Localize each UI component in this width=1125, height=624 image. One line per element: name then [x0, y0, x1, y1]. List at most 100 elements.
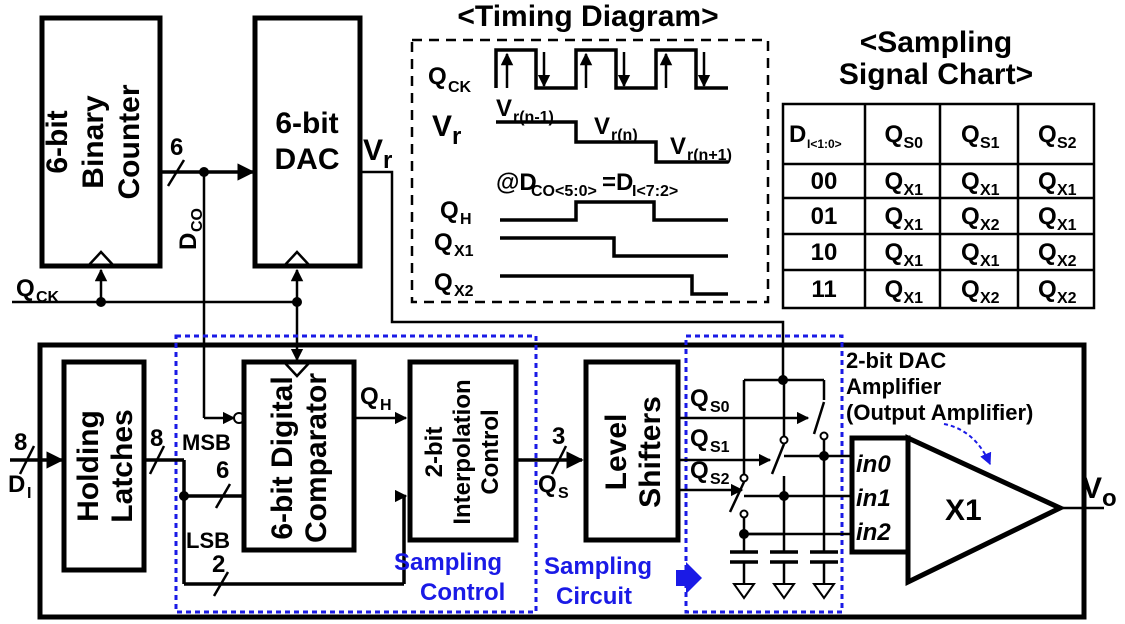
timing-vr-sub: r [452, 123, 461, 150]
vr-n-minus: V [496, 95, 512, 122]
chart-header-di-sub: I<1:0> [807, 137, 842, 151]
comparator-line-2: Comparator [300, 373, 333, 543]
sw2-blade [728, 481, 746, 513]
interp-line-3: Control [477, 409, 504, 494]
level-shifters-block [583, 359, 681, 543]
dac-block [252, 15, 363, 269]
timing-vr: V [432, 110, 452, 143]
sw0-blade [812, 401, 826, 435]
cond-b: =D [602, 169, 633, 196]
vr-n-minus-sub: r(n-1) [513, 109, 554, 126]
interp-control-label: 2-bit Interpolation Control [421, 379, 504, 524]
vr-label: V [363, 134, 383, 167]
chart-cell-2-2-main: Q [1038, 239, 1057, 266]
chart-cell-2-2-sub: X2 [1057, 253, 1077, 270]
chart-cell-3-2-sub: X2 [1057, 290, 1077, 307]
chart-cell-1-0-sub: X1 [904, 217, 924, 234]
bus3-label: 3 [552, 423, 565, 450]
bus8-latch-label: 8 [150, 425, 163, 452]
binary-counter-label: 6-bit Binary Counter [41, 84, 146, 199]
gnd2 [812, 583, 836, 600]
vr-n: V [594, 113, 610, 140]
dco-label: D CO [175, 208, 206, 250]
bus3-slash [550, 445, 568, 475]
chart-cell-2-0-sub: X1 [904, 253, 924, 270]
bus6b-label: 6 [216, 457, 229, 484]
chart-cell-3-1-main: Q [961, 276, 980, 303]
chart-cell-0-2-sub: X1 [1057, 182, 1077, 199]
binary-counter-block [39, 15, 163, 269]
comparator-clock-mark [283, 361, 311, 378]
sampling-switch-network [728, 375, 850, 600]
sampling-control-line-1: Sampling [394, 549, 502, 576]
sw1-contact-top [779, 435, 789, 445]
sampling-control-line-2: Control [420, 579, 505, 606]
timing-frame [410, 38, 770, 304]
sampling-circuit-line-2: Circuit [556, 583, 632, 610]
sampling-circuit-line-1: Sampling [544, 553, 652, 580]
qs2-label: Q [690, 457, 709, 484]
dac-line-2: DAC [275, 143, 340, 176]
bus8-in-slash [18, 445, 36, 475]
chart-cell-3-2-main: Q [1038, 276, 1057, 303]
chart-cell-0-1-main: Q [961, 168, 980, 195]
comparator-line-1: 6-bit Digital [266, 376, 299, 539]
chart-cell-0-1-sub: X1 [980, 182, 1000, 199]
chart-header-2-sub: S2 [1057, 135, 1077, 152]
chart-code-2: 10 [811, 239, 838, 266]
chart-cell-2-0-main: Q [885, 239, 904, 266]
timing-qx1: Q [434, 229, 453, 256]
level-line-1: Level [600, 414, 633, 491]
bus8-latch-slash [148, 445, 166, 475]
qh-sub: H [380, 397, 392, 414]
lsb-label: LSB [186, 528, 230, 553]
chart-header-2-main: Q [1038, 121, 1057, 148]
timing-qx1-sub: X1 [454, 243, 474, 260]
counter-line-2: Binary [77, 95, 110, 189]
chart-code-1: 01 [811, 203, 838, 230]
qs-sub: S [558, 485, 569, 502]
vo-label: V [1082, 472, 1102, 505]
comparator-block [241, 359, 357, 553]
timing-vr-wave [496, 120, 728, 164]
di-label: D [8, 471, 25, 498]
sampling-control-region [174, 334, 538, 614]
level-line-2: Shifters [634, 396, 667, 508]
timing-qh-sub: H [460, 211, 472, 228]
holding-latches-label: Holding Latches [72, 409, 139, 522]
chip-outline [37, 342, 1087, 620]
timing-qck-wave [494, 48, 728, 90]
qh-label: Q [360, 383, 379, 410]
timing-qx2-wave [500, 274, 728, 296]
chart-cell-0-0-main: Q [885, 168, 904, 195]
interp-control-block [407, 359, 519, 543]
amp-gain: X1 [945, 494, 982, 527]
qck-sub: CK [36, 289, 60, 306]
chart-header-0-sub: S0 [904, 135, 924, 152]
timing-qh: Q [440, 197, 459, 224]
comparator-label: 6-bit Digital Comparator [266, 373, 333, 543]
timing-qck-sub: CK [448, 79, 472, 96]
amp-triangle [905, 434, 1066, 586]
sw1-blade [770, 443, 786, 475]
gnd0 [732, 583, 756, 600]
chart-cell-1-2-sub: X1 [1057, 217, 1077, 234]
chart-header-1-sub: S1 [980, 135, 1000, 152]
timing-qx2-sub: X2 [454, 283, 474, 300]
vr-sub: r [383, 147, 392, 174]
qs-label: Q [538, 471, 557, 498]
chart-cell-0-2-main: Q [1038, 168, 1057, 195]
bus8-in-label: 8 [14, 429, 27, 456]
chart-cell-3-1-sub: X2 [980, 290, 1000, 307]
amp-in2: in2 [856, 519, 891, 546]
interp-line-1: 2-bit [421, 427, 448, 478]
bus2-slash [212, 571, 230, 597]
chart-cell-3-0-main: Q [885, 276, 904, 303]
amp-title-2: Amplifier [846, 374, 942, 399]
vr-wire [360, 170, 785, 380]
bus6b-slash [214, 483, 232, 509]
qck-label: Q [16, 275, 35, 302]
level-shifters-label: Level Shifters [600, 396, 667, 508]
cond-a-sub: CO<5:0> [531, 183, 597, 200]
